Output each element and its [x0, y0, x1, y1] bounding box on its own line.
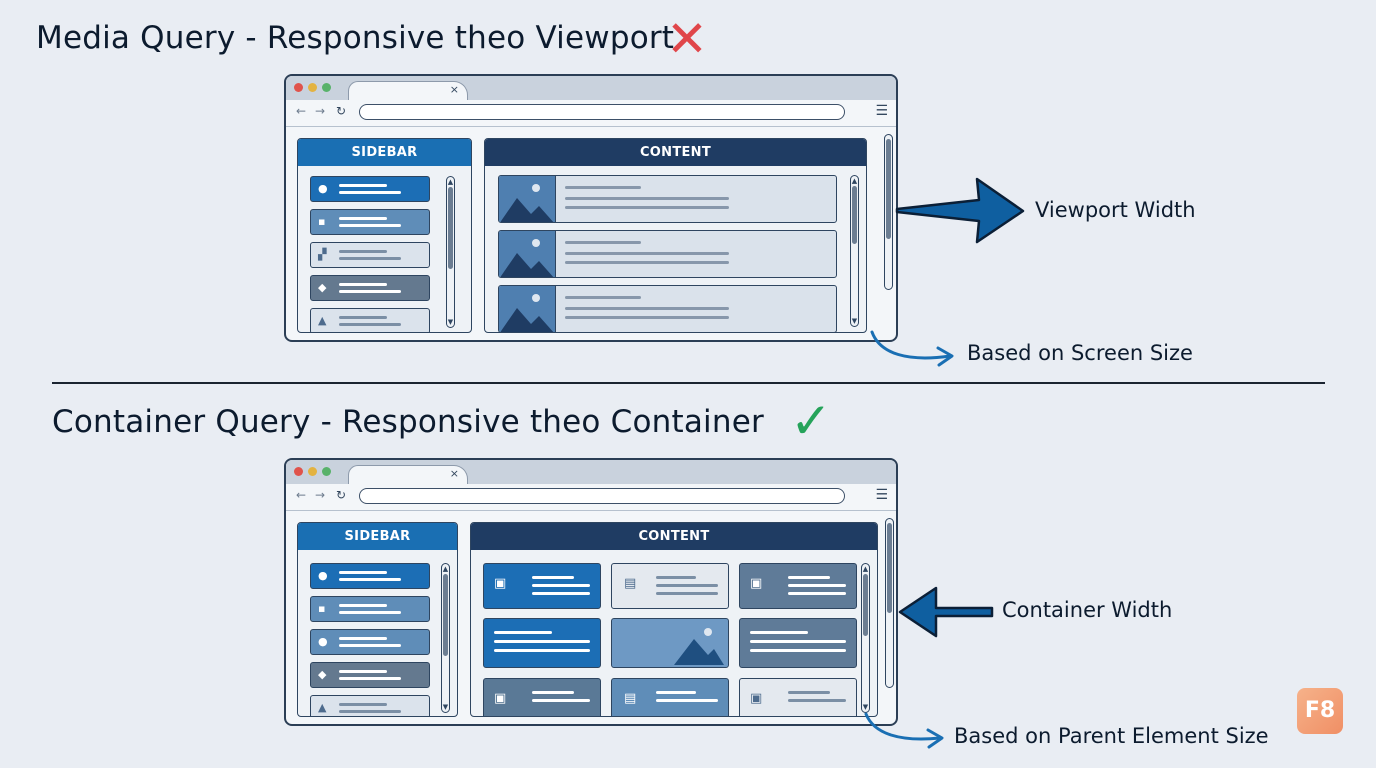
f8-logo: F8 [1297, 688, 1343, 734]
sidebar-scrollbar[interactable]: ▲ ▼ [446, 176, 455, 328]
sidebar-scrollbar[interactable]: ▲ ▼ [441, 563, 450, 713]
sidebar-item[interactable]: ● [310, 629, 430, 655]
image-icon: ▣ [750, 576, 763, 591]
image-icon: ▲ [318, 701, 327, 714]
container-query-title: Container Query - Responsive theo Contai… [52, 404, 764, 440]
maximize-dot-icon[interactable] [322, 83, 331, 92]
user-icon: ● [318, 182, 328, 195]
check-mark-icon: ✓ [790, 392, 832, 450]
hamburger-menu-icon[interactable]: ☰ [875, 103, 888, 119]
back-arrow-icon[interactable]: ← [296, 104, 307, 118]
sidebar-header: SIDEBAR [298, 523, 457, 550]
window-scrollbar[interactable] [884, 134, 893, 290]
reload-icon[interactable]: ↻ [336, 488, 347, 502]
tab-close-icon[interactable]: × [449, 467, 459, 480]
content-scrollbar[interactable]: ▲ ▼ [861, 563, 870, 713]
forward-arrow-icon[interactable]: → [315, 104, 326, 118]
x-mark-icon: ✕ [666, 10, 708, 68]
close-dot-icon[interactable] [294, 83, 303, 92]
user-icon: ● [318, 569, 328, 582]
close-dot-icon[interactable] [294, 467, 303, 476]
card-icon: ▪ [318, 215, 326, 228]
sidebar-item[interactable]: ● [310, 176, 430, 202]
chat-icon: ▤ [624, 691, 637, 706]
parent-size-note: Based on Parent Element Size [954, 724, 1269, 748]
maximize-dot-icon[interactable] [322, 467, 331, 476]
reload-icon[interactable]: ↻ [336, 104, 347, 118]
section-divider [52, 382, 1325, 384]
card-icon: ▪ [318, 602, 326, 615]
address-bar[interactable] [359, 104, 845, 120]
sidebar-item[interactable]: ▪ [310, 596, 430, 622]
back-arrow-icon[interactable]: ← [296, 488, 307, 502]
image-thumbnail-icon [499, 231, 556, 277]
sidebar-item[interactable]: ▲ [310, 695, 430, 716]
content-card[interactable]: ▣ [739, 563, 857, 609]
sidebar-item[interactable]: ▪ [310, 209, 430, 235]
sidebar-panel: SIDEBAR ● ▪ ● ◆ ▲ ▲ ▼ [297, 522, 458, 717]
content-card[interactable] [483, 618, 601, 668]
address-bar[interactable] [359, 488, 845, 504]
tab-bar: × [286, 76, 896, 102]
image-card[interactable] [611, 618, 729, 668]
tab-close-icon[interactable]: × [449, 83, 459, 96]
content-row[interactable] [498, 175, 837, 223]
tag-icon: ◆ [318, 668, 327, 681]
hamburger-menu-icon[interactable]: ☰ [875, 487, 888, 503]
image-icon: ▣ [494, 576, 507, 591]
sidebar-panel: SIDEBAR ● ▪ ▞ ◆ ▲ ▲ ▼ [297, 138, 472, 333]
image-icon: ▲ [318, 314, 327, 327]
tab-bar: × [286, 460, 896, 486]
viewport-width-label: Viewport Width [1035, 198, 1196, 222]
content-card[interactable]: ▤ [611, 678, 729, 716]
content-header: CONTENT [471, 523, 877, 550]
content-header: CONTENT [485, 139, 866, 166]
sidebar-item[interactable]: ● [310, 563, 430, 589]
browser-window-media: × ← → ↻ ☰ SIDEBAR ● ▪ ▞ ◆ [284, 74, 898, 342]
image-thumbnail-icon [499, 286, 556, 332]
screen-size-note: Based on Screen Size [967, 341, 1193, 365]
sidebar-item[interactable]: ◆ [310, 275, 430, 301]
chat-icon: ▤ [624, 576, 637, 591]
tag-icon: ◆ [318, 281, 327, 294]
minimize-dot-icon[interactable] [308, 467, 317, 476]
container-width-arrow [898, 586, 994, 638]
content-panel: CONTENT ▣ ▤ ▣ [470, 522, 878, 717]
nav-bar: ← → ↻ ☰ [286, 484, 896, 511]
content-card[interactable]: ▣ [483, 563, 601, 609]
image-thumbnail-icon [499, 176, 556, 222]
media-query-title: Media Query - Responsive theo Viewport [36, 20, 675, 56]
image-icon: ▣ [750, 691, 763, 706]
user-icon: ● [318, 635, 328, 648]
widget-icon: ▞ [318, 248, 327, 261]
browser-window-container: × ← → ↻ ☰ SIDEBAR ● ▪ ● ◆ [284, 458, 898, 726]
content-panel: CONTENT ▲ ▼ [484, 138, 867, 333]
curved-arrow-icon [870, 330, 954, 367]
content-card[interactable]: ▤ [611, 563, 729, 609]
content-card[interactable]: ▣ [739, 678, 857, 716]
mountain-image-icon [674, 628, 724, 665]
minimize-dot-icon[interactable] [308, 83, 317, 92]
content-card[interactable] [739, 618, 857, 668]
content-card[interactable]: ▣ [483, 678, 601, 716]
sidebar-item[interactable]: ◆ [310, 662, 430, 688]
sidebar-item[interactable]: ▞ [310, 242, 430, 268]
viewport-width-arrow [895, 177, 1025, 244]
browser-tab[interactable]: × [348, 81, 468, 102]
container-width-label: Container Width [1002, 598, 1173, 622]
nav-bar: ← → ↻ ☰ [286, 100, 896, 127]
sidebar-header: SIDEBAR [298, 139, 471, 166]
content-scrollbar[interactable]: ▲ ▼ [850, 175, 859, 327]
content-row[interactable] [498, 285, 837, 332]
image-icon: ▣ [494, 691, 507, 706]
window-scrollbar[interactable] [885, 518, 894, 688]
content-row[interactable] [498, 230, 837, 278]
sidebar-item[interactable]: ▲ [310, 308, 430, 332]
browser-tab[interactable]: × [348, 465, 468, 486]
curved-arrow-icon [864, 712, 944, 749]
forward-arrow-icon[interactable]: → [315, 488, 326, 502]
